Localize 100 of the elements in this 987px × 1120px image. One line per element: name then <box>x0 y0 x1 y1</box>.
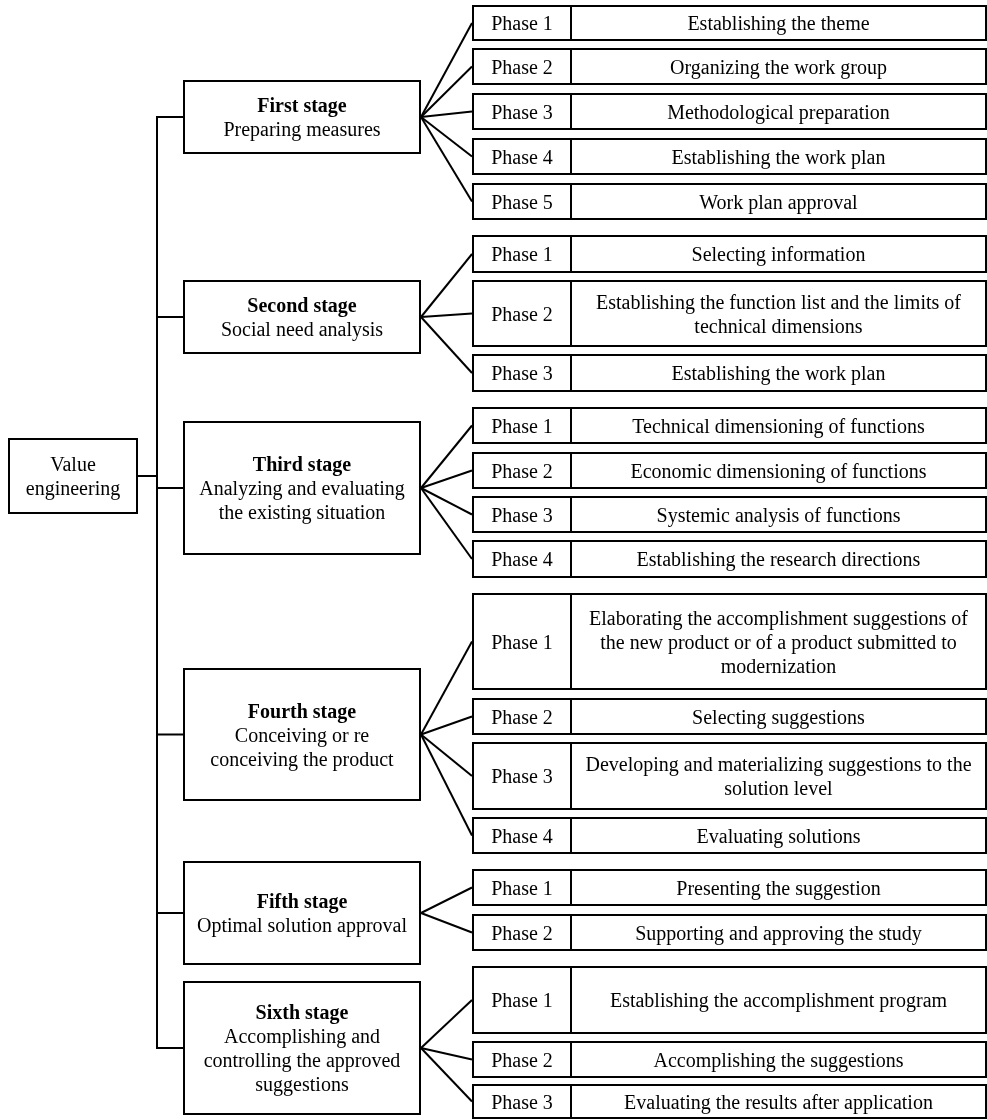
stage-box <box>183 668 421 801</box>
branch-line <box>420 316 473 374</box>
branch-line <box>420 312 473 318</box>
stage-description: Social need analysis <box>220 317 384 341</box>
phase-row <box>472 1041 987 1078</box>
phase-label: Phase 2 <box>474 454 572 487</box>
phase-description: Selecting suggestions <box>691 704 866 731</box>
branch-line <box>420 487 473 516</box>
phase-row <box>472 496 987 533</box>
phase-description: Systemic analysis of functions <box>655 502 902 529</box>
phase-description: Presenting the suggestion <box>675 875 882 902</box>
branch-line <box>420 65 473 118</box>
phase-label: Phase 3 <box>474 744 572 808</box>
phase-description: Establishing the research directions <box>635 547 922 573</box>
phase-label: Phase 1 <box>474 237 572 271</box>
phase-description: Evaluating solutions <box>695 823 862 850</box>
phase-row <box>472 138 987 175</box>
branch-line <box>420 116 473 203</box>
phase-description: Supporting and approving the study <box>634 920 923 947</box>
stage-title: Third stage <box>252 452 352 476</box>
phase-row <box>472 5 987 41</box>
phase-row <box>472 914 987 951</box>
root-box <box>8 438 138 514</box>
phase-label: Phase 2 <box>474 50 572 83</box>
phase-description: Developing and materializing suggestions to the solution level <box>584 752 973 801</box>
phase-row <box>472 452 987 489</box>
stage-description: Preparing measures <box>223 117 381 141</box>
branch-line <box>420 487 473 560</box>
phase-row <box>472 540 987 578</box>
phase-description: Work plan approval <box>698 189 859 216</box>
stage-description: Accomplishing and controlling the approved suggestions <box>202 1024 402 1096</box>
branch-line <box>420 640 473 736</box>
phase-row <box>472 593 987 690</box>
phase-label: Phase 1 <box>474 7 572 39</box>
stage-title: First stage <box>257 93 347 117</box>
stage-box <box>183 280 421 354</box>
phase-label: Phase 3 <box>474 1086 572 1117</box>
phase-row <box>472 280 987 347</box>
branch-line <box>420 715 473 736</box>
phase-label: Phase 2 <box>474 916 572 949</box>
stage-box <box>183 861 421 965</box>
phase-label: Phase 1 <box>474 968 572 1032</box>
phase-description: Establishing the work plan <box>670 361 887 387</box>
phase-label: Phase 3 <box>474 95 572 128</box>
branch-line <box>420 733 473 777</box>
branch-line <box>420 999 473 1049</box>
phase-row <box>472 235 987 273</box>
phase-row <box>472 698 987 735</box>
phase-label: Phase 4 <box>474 542 572 576</box>
phase-label: Phase 4 <box>474 819 572 852</box>
phase-label: Phase 2 <box>474 1043 572 1076</box>
phase-row <box>472 183 987 220</box>
phase-row <box>472 93 987 130</box>
phase-label: Phase 5 <box>474 185 572 218</box>
phase-description: Establishing the function list and the limits of technical dimensions <box>595 289 962 339</box>
phase-description: Elaborating the accomplishment suggestions of the new product or of a product submitted to modernization <box>588 605 969 679</box>
phase-label: Phase 3 <box>474 356 572 390</box>
phase-description: Selecting information <box>690 242 867 268</box>
phase-description: Establishing the theme <box>686 11 871 37</box>
branch-line <box>420 1047 473 1103</box>
phase-description: Economic dimensioning of functions <box>629 458 928 485</box>
stage-title: Fourth stage <box>247 698 357 723</box>
phase-label: Phase 1 <box>474 595 572 688</box>
stage-description: Conceiving or re conceiving the product <box>209 723 395 771</box>
phase-label: Phase 2 <box>474 282 572 345</box>
phase-label: Phase 2 <box>474 700 572 733</box>
branch-line <box>420 912 473 934</box>
phase-row <box>472 817 987 854</box>
phase-description: Technical dimensioning of functions <box>631 413 926 440</box>
phase-description: Organizing the work group <box>669 54 888 81</box>
stage-description: Analyzing and evaluating the existing situation <box>198 476 406 524</box>
stage-title: Second stage <box>247 293 357 317</box>
phase-description: Evaluating the results after application <box>623 1089 934 1116</box>
phase-description: Establishing the work plan <box>670 144 887 171</box>
root-label: Value engineering <box>24 452 122 500</box>
phase-row <box>472 407 987 444</box>
stage-box <box>183 421 421 555</box>
stage-title: Fifth stage <box>256 889 348 913</box>
phase-label: Phase 4 <box>474 140 572 173</box>
phase-description: Methodological preparation <box>666 99 891 126</box>
branch-line <box>420 253 473 318</box>
stage-box <box>183 981 421 1115</box>
phase-row <box>472 354 987 392</box>
phase-row <box>472 1084 987 1119</box>
branch-line <box>420 110 473 118</box>
stage-box <box>183 80 421 154</box>
phase-row <box>472 48 987 85</box>
phase-row <box>472 869 987 906</box>
phase-label: Phase 1 <box>474 409 572 442</box>
branch-line <box>420 886 473 914</box>
branch-line <box>420 469 473 489</box>
phase-row <box>472 966 987 1034</box>
branch-line <box>420 1047 473 1061</box>
phase-description: Establishing the accomplishment program <box>608 988 949 1014</box>
phase-label: Phase 1 <box>474 871 572 904</box>
branch-line <box>420 424 473 489</box>
stage-description: Optimal solution approval <box>197 913 407 937</box>
phase-description: Accomplishing the suggestions <box>652 1047 905 1074</box>
stage-title: Sixth stage <box>255 1000 349 1024</box>
branch-line <box>420 116 473 158</box>
